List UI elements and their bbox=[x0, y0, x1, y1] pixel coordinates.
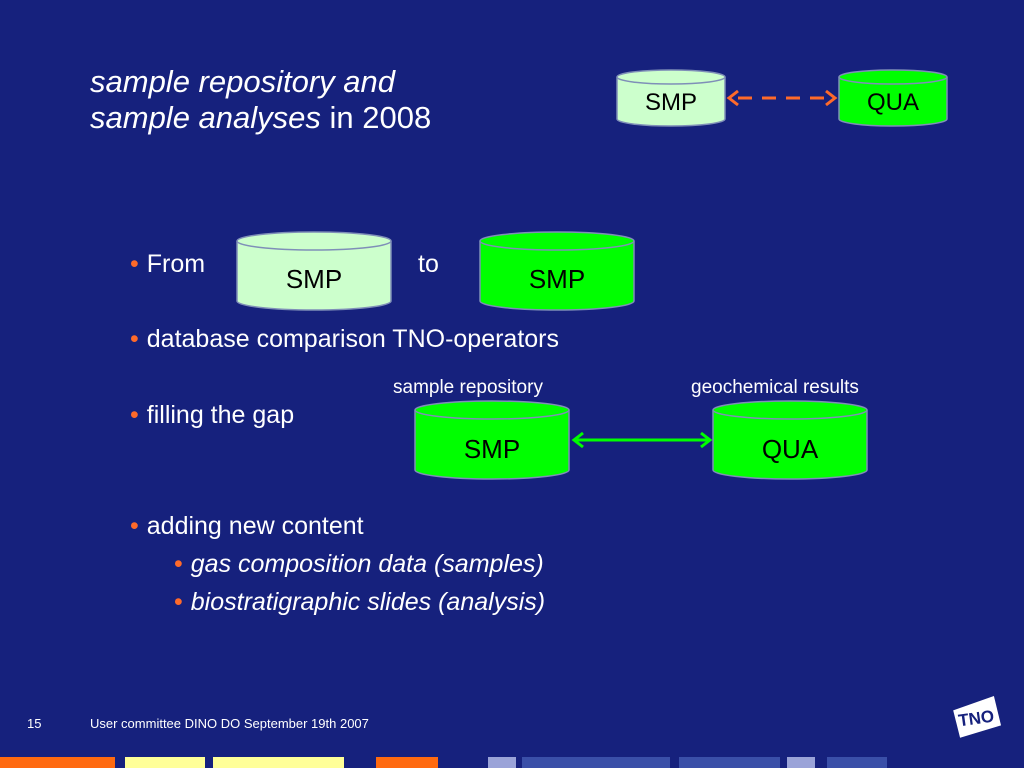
top-qua-label: QUA bbox=[866, 89, 919, 116]
title-line-2-italic: sample analyses bbox=[90, 100, 321, 135]
bullet-dot: • bbox=[130, 250, 139, 278]
gap-qua-cylinder: QUA bbox=[712, 400, 868, 480]
sub-bullet-bio-text: biostratigraphic slides (analysis) bbox=[190, 588, 546, 616]
gap-smp-label: SMP bbox=[463, 434, 521, 464]
footer-bar bbox=[827, 757, 887, 768]
from-smp-cylinder: SMP bbox=[236, 231, 392, 311]
top-smp-cylinder: SMP bbox=[616, 69, 726, 127]
bullet-gap: •filling the gap bbox=[130, 400, 294, 430]
bullet-dot: • bbox=[130, 325, 139, 353]
caption-geochemical-results: geochemical results bbox=[691, 377, 859, 398]
to-smp-label: SMP bbox=[528, 264, 586, 294]
sub-bullet-bio: •biostratigraphic slides (analysis) bbox=[174, 587, 545, 617]
svg-text:TNO: TNO bbox=[957, 707, 995, 731]
footer-text: User committee DINO DO September 19th 20… bbox=[90, 716, 369, 731]
caption-sample-repository: sample repository bbox=[393, 377, 543, 398]
from-smp-label: SMP bbox=[285, 264, 343, 294]
title-line-2-rest: in 2008 bbox=[320, 100, 432, 135]
bullet-dot: • bbox=[174, 550, 183, 578]
gap-smp-cylinder: SMP bbox=[414, 400, 570, 480]
page-number: 15 bbox=[27, 716, 42, 731]
bullet-dot: • bbox=[174, 588, 183, 616]
top-qua-cylinder: QUA bbox=[838, 69, 948, 127]
bullet-from: •From bbox=[130, 249, 205, 279]
bullet-dot: • bbox=[130, 512, 139, 540]
gap-text: filling the gap bbox=[146, 401, 295, 429]
title-line-1: sample repository and bbox=[90, 64, 395, 99]
top-smp-label: SMP bbox=[644, 89, 697, 116]
footer-bar bbox=[679, 757, 780, 768]
from-label: From bbox=[146, 250, 206, 278]
gap-qua-label: QUA bbox=[761, 434, 819, 464]
top-dashed-arrow bbox=[726, 89, 838, 107]
footer-bar bbox=[376, 757, 438, 768]
footer-bar bbox=[522, 757, 670, 768]
new-content-text: adding new content bbox=[146, 512, 364, 540]
sub-bullet-gas: •gas composition data (samples) bbox=[174, 549, 544, 579]
footer-bar bbox=[213, 757, 344, 768]
footer-bar bbox=[125, 757, 205, 768]
footer-bar bbox=[787, 757, 815, 768]
footer-bar bbox=[0, 757, 115, 768]
to-label: to bbox=[418, 250, 439, 278]
gap-double-arrow bbox=[571, 431, 713, 449]
bullet-dot: • bbox=[130, 401, 139, 429]
to-smp-cylinder: SMP bbox=[479, 231, 635, 311]
comparison-text: database comparison TNO-operators bbox=[146, 325, 560, 353]
bullet-new-content: •adding new content bbox=[130, 511, 364, 541]
sub-bullet-gas-text: gas composition data (samples) bbox=[190, 550, 544, 578]
bullet-comparison: •database comparison TNO-operators bbox=[130, 324, 559, 354]
tno-logo-icon: TNO bbox=[953, 696, 1002, 738]
footer-bar bbox=[488, 757, 516, 768]
page-title: sample repository and sample analyses in… bbox=[90, 64, 431, 136]
